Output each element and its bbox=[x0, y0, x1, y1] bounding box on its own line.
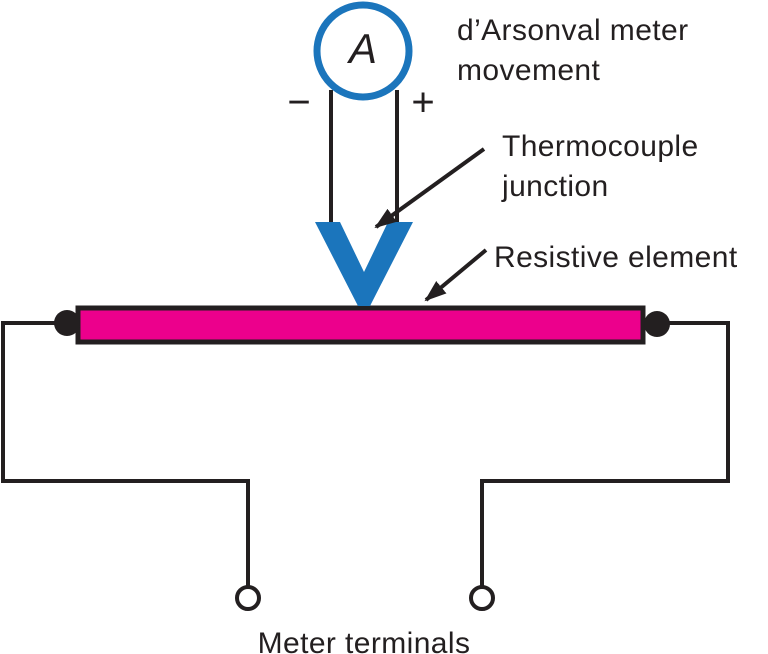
thermocouple-junction-label: Thermocouple junction bbox=[502, 130, 699, 203]
positive-polarity-sign: + bbox=[411, 80, 435, 125]
resistive-element-bar bbox=[75, 305, 646, 345]
circuit-wire-left bbox=[1, 321, 250, 586]
resistive-element-label: Resistive element bbox=[494, 241, 738, 274]
meter-terminal-left bbox=[235, 585, 261, 611]
meter-terminals-label: Meter terminals bbox=[257, 627, 471, 654]
ammeter-symbol: A bbox=[348, 25, 378, 72]
meter-movement-label: d’Arsonval meter movement bbox=[457, 14, 689, 87]
circuit-wire-right bbox=[480, 321, 730, 586]
arrow-to-junction-icon bbox=[374, 147, 486, 229]
thermocouple-junction-shape bbox=[315, 222, 413, 306]
arrow-to-resistive-icon bbox=[424, 248, 488, 302]
ammeter-circle bbox=[313, 1, 413, 101]
right-connection-dot bbox=[644, 311, 670, 337]
negative-polarity-sign: − bbox=[287, 80, 311, 125]
meter-terminal-right bbox=[469, 585, 495, 611]
left-connection-dot bbox=[54, 310, 80, 336]
